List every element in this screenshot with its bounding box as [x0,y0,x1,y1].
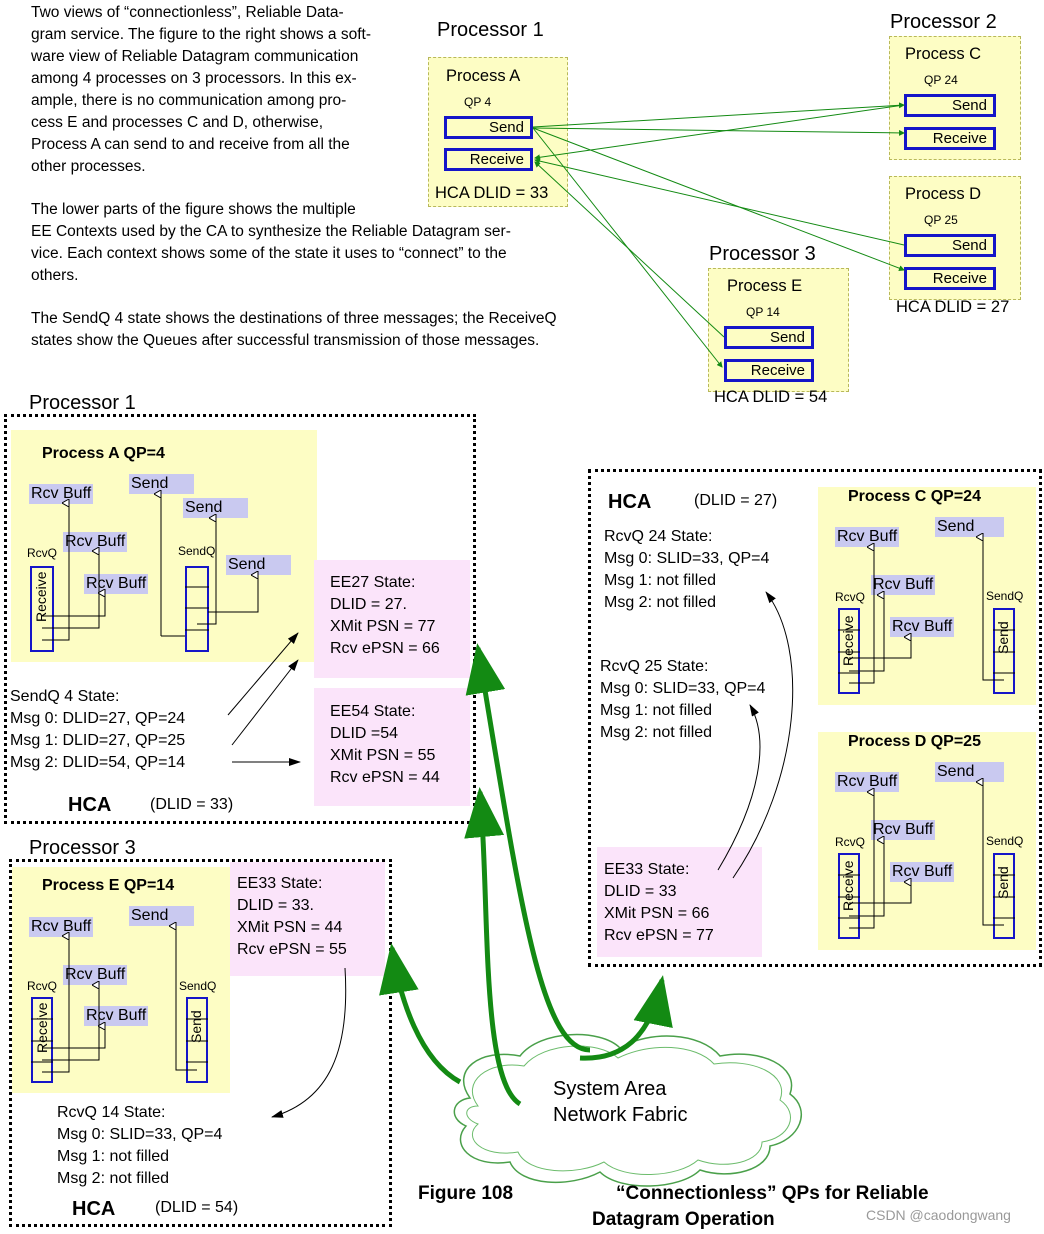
p1-rcvq-label: RcvQ [27,546,57,560]
pc-send: Send [935,517,1005,537]
link-c-send-to-a-recv [534,104,905,161]
p1-receive-queue [30,566,54,652]
p3-ee33-state-box [230,862,385,976]
p2-hca-dlid: (DLID = 27) [694,492,778,509]
lower-processor-1-box [4,414,476,824]
p1-hca-dlid: (DLID = 33) [150,796,234,813]
process-c-title: Process C QP=24 [848,488,981,505]
ee27-state-box [314,560,470,678]
csdn-watermark: CSDN @caodongwang [866,1207,1011,1223]
intro-paragraph-1: Two views of “connectionless”, Reliable … [31,4,372,175]
top-qp24-send: Send [904,94,996,117]
pe-rcvbuff-1: Rcv Buff [29,917,94,937]
pd-send: Send [935,762,1005,782]
p1-rcvbuff-1: Rcv Buff [29,484,94,504]
process-a-title: Process A QP=4 [42,445,165,462]
p2-ee33-state-box [597,847,762,957]
link-d-send-to-a-recv [534,158,905,246]
pc-rcvbuff-1: Rcv Buff [835,527,900,547]
top-qp14-send: Send [724,326,814,349]
pd-rcvbuff-1: Rcv Buff [835,772,900,792]
top-qp24-receive: Receive [904,127,996,150]
top-qp4-send: Send [444,116,533,139]
top-qp4-label: QP 4 [464,95,492,109]
p1-send-queue [185,566,209,652]
top-qp14-label: QP 14 [746,305,780,319]
link-a-send-to-c [532,102,905,128]
top-qp24-label: QP 24 [924,73,958,87]
top-hca-dlid-54: HCA DLID = 54 [714,388,828,406]
top-process-e-label: Process E [727,277,803,295]
pd-rcvq-label: RcvQ [835,835,865,849]
pc-rcvbuff-2: Rcv Buff [871,575,936,595]
top-hca-dlid-33: HCA DLID = 33 [435,184,549,202]
top-qp25-receive: Receive [904,267,996,290]
p1-send-1: Send [129,474,195,494]
link-a-send-to-d-recv [532,127,905,272]
network-fabric-cloud [453,1033,802,1187]
pe-rcvbuff-2: Rcv Buff [63,965,128,985]
pe-rcvq-label: RcvQ [27,979,57,993]
process-e-title: Process E QP=14 [42,877,175,894]
figure-title-line-1: “Connectionless” QPs for Reliable [616,1183,929,1204]
p1-rcvbuff-2: Rcv Buff [63,532,128,552]
pd-sendq-label: SendQ [986,834,1024,848]
pe-send: Send [129,906,195,926]
pd-rcvbuff-2: Rcv Buff [871,820,936,840]
pc-sendq-label: SendQ [986,589,1024,603]
top-process-d-label: Process D [905,185,982,203]
top-qp4-receive: Receive [444,148,533,171]
p3-hca-label: HCA [72,1198,116,1220]
top-processor-2-label: Processor 2 [890,11,997,33]
top-processor-1-label: Processor 1 [437,19,544,41]
process-a-panel [11,430,317,662]
intro-paragraph-3: The SendQ 4 state shows the destinations… [31,310,557,349]
pc-rcvq-label: RcvQ [835,590,865,604]
figure-number: Figure 108 [418,1183,514,1204]
pd-rcvbuff-3: Rcv Buff [890,862,955,882]
top-qp25-send: Send [904,234,996,257]
figure-title-line-2: Datagram Operation [592,1209,775,1230]
top-processor-3-label: Processor 3 [709,243,816,265]
top-qp25-label: QP 25 [924,213,958,227]
intro-paragraph-2: The lower parts of the figure shows the … [31,201,511,284]
lower-processor-3-box [9,859,392,1227]
link-e-send-to-a-recv [534,161,725,338]
ee54-state-box [314,688,470,806]
link-a-send-to-c-recv [532,127,905,136]
p3-hca-dlid: (DLID = 54) [155,1199,239,1216]
pe-rcvbuff-3: Rcv Buff [84,1006,149,1026]
p1-send-2: Send [183,498,249,518]
lower-processor-1-label: Processor 1 [29,392,136,414]
top-qp14-receive: Receive [724,359,814,382]
top-process-c-label: Process C [905,45,982,63]
p1-sendq-label: SendQ [178,544,216,558]
top-process-a-label: Process A [446,67,521,85]
pe-sendq-label: SendQ [179,979,217,993]
p1-hca-label: HCA [68,794,112,816]
p1-send-3: Send [226,555,292,575]
top-hca-dlid-27: HCA DLID = 27 [896,298,1010,316]
process-d-title: Process D QP=25 [848,733,981,750]
lower-processor-3-label: Processor 3 [29,837,136,859]
lower-processor-2-box [588,469,1042,967]
pc-rcvbuff-3: Rcv Buff [890,617,955,637]
p2-hca-label: HCA [608,491,652,513]
